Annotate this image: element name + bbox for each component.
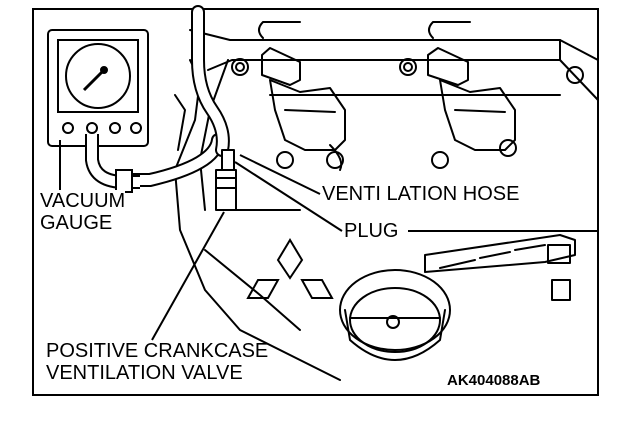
vacuum-gauge-icon	[47, 29, 149, 193]
ventilation-hose-label: VENTI LATION HOSE	[322, 183, 520, 205]
pcv-valve-label-line2: VENTILATION VALVE	[46, 362, 243, 384]
leader-plug	[234, 161, 343, 232]
leader-ventilation-hose	[239, 154, 321, 195]
vacuum-gauge-label-line2: GAUGE	[40, 212, 113, 234]
leader-lines	[59, 140, 598, 341]
engine-illustration	[121, 5, 599, 381]
figure-code: AK404088AB	[447, 372, 541, 389]
pcv-valve-label-line1: POSITIVE CRANKCASE	[46, 340, 269, 362]
mitsubishi-emblem-icon	[246, 238, 334, 299]
leader-pcv-valve	[151, 211, 225, 341]
vacuum-gauge-label-line1: VACUUM	[40, 190, 126, 212]
plug-label: PLUG	[344, 220, 399, 242]
